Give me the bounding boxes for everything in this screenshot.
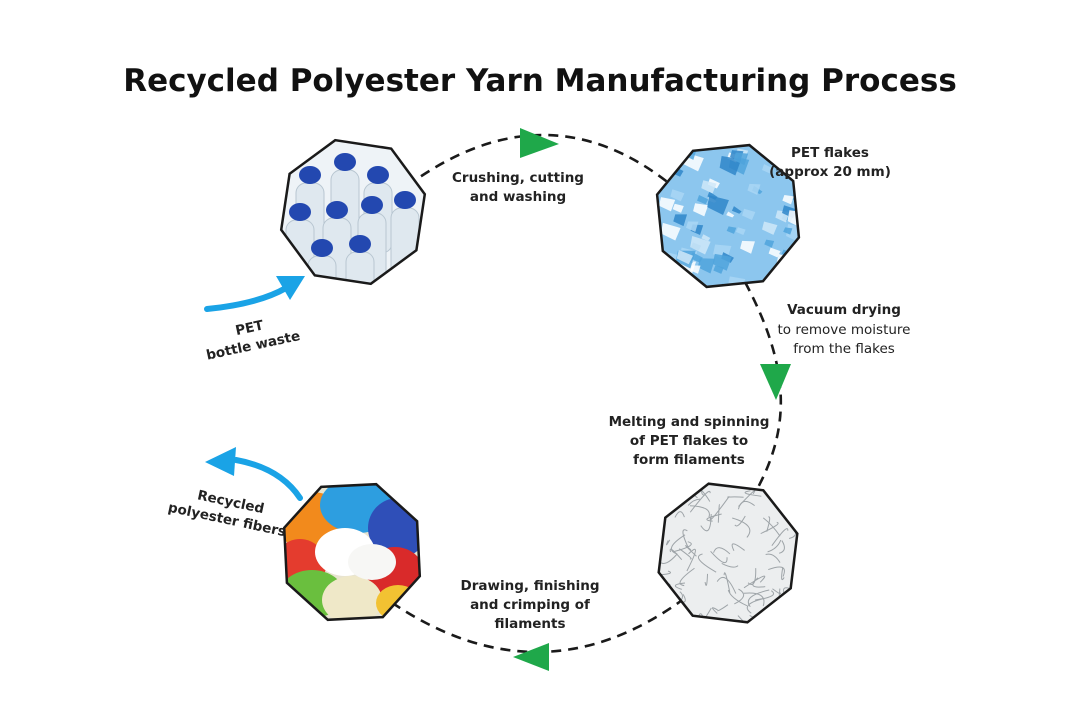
label-pet-flakes: PET flakes (approx 20 mm) <box>769 145 891 180</box>
label-vacuum-desc-line1: to remove moisture <box>777 322 910 338</box>
label-drawing-line2: and crimping of <box>470 597 590 613</box>
label-melting: Melting and spinning of PET flakes to fo… <box>609 414 770 468</box>
blue-arrow-in-icon <box>204 276 305 312</box>
label-pet-bottle-waste-line1: PET <box>234 317 266 339</box>
label-melting-line1: Melting and spinning <box>609 414 770 430</box>
colored-fibers-image <box>282 482 422 622</box>
label-melting-line3: form filaments <box>633 452 745 468</box>
filaments-image <box>657 482 799 624</box>
green-arrow-down-icon <box>760 364 791 400</box>
label-crushing-line2: and washing <box>470 189 566 205</box>
label-pet-bottle-waste: PET bottle waste <box>205 317 302 363</box>
blue-arrow-out-icon <box>205 447 303 501</box>
label-pet-flakes-line1: PET flakes <box>791 145 869 161</box>
label-vacuum-title: Vacuum drying <box>787 302 901 318</box>
label-drawing-line1: Drawing, finishing <box>461 578 600 594</box>
plastic-bottles-image <box>279 138 427 286</box>
label-drawing: Drawing, finishing and crimping of filam… <box>461 578 600 632</box>
arc-bottles-to-flakes <box>406 133 671 188</box>
page-title: Recycled Polyester Yarn Manufacturing Pr… <box>123 63 957 99</box>
green-arrow-right-icon <box>520 128 559 158</box>
label-drawing-line3: filaments <box>494 616 565 632</box>
green-arrow-left-icon <box>513 643 549 671</box>
label-vacuum-drying: Vacuum drying to remove moisture from th… <box>777 302 910 357</box>
arc-flakes-to-filaments <box>743 281 783 494</box>
label-pet-flakes-line2: (approx 20 mm) <box>769 164 891 180</box>
label-crushing: Crushing, cutting and washing <box>452 170 584 205</box>
label-recycled-fibers: Recycled polyester fibers <box>167 487 288 540</box>
label-vacuum-desc-line2: from the flakes <box>793 341 895 357</box>
label-melting-line2: of PET flakes to <box>630 433 748 449</box>
label-crushing-line1: Crushing, cutting <box>452 170 584 186</box>
